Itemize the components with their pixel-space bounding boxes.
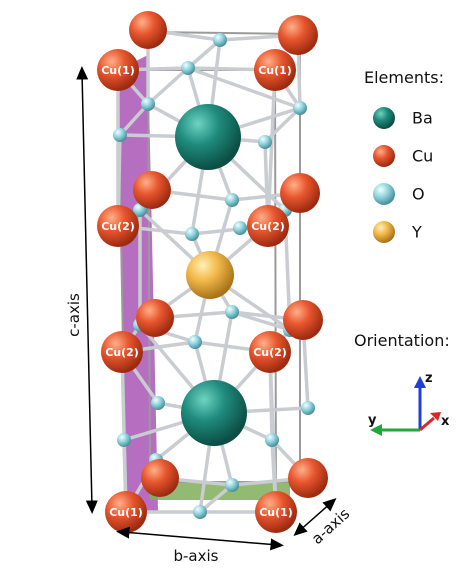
c-axis-arrow	[76, 66, 98, 514]
ba-atom	[175, 104, 241, 170]
o-atom	[225, 478, 239, 492]
legend-swatch-y	[373, 221, 395, 243]
atom-label-cu1: Cu(1)	[259, 506, 293, 519]
cu-atom	[278, 15, 318, 55]
a-axis-label: a-axis	[308, 505, 353, 548]
atom-label-cu2: Cu(2)	[253, 346, 287, 359]
cu-atom	[133, 171, 171, 209]
cu-atom	[97, 205, 139, 247]
green-plane	[148, 482, 290, 500]
o-atom	[193, 505, 207, 519]
cu-atom	[136, 299, 174, 337]
cu-atom	[97, 49, 139, 91]
orientation-x-label: x	[441, 414, 450, 429]
atom-label-cu1: Cu(1)	[101, 64, 135, 77]
atom-label-cu1: Cu(1)	[258, 64, 292, 77]
o-atom	[141, 97, 155, 111]
atom-label-cu1: Cu(1)	[109, 506, 143, 519]
bond	[120, 350, 128, 514]
legend-label-ba: Ba	[412, 109, 433, 128]
o-atom	[185, 227, 199, 241]
o-atom	[213, 33, 227, 47]
cu-atom	[249, 331, 291, 373]
cu-atom	[255, 491, 297, 533]
b-axis-arrow	[116, 526, 284, 551]
atoms: Cu(1) Cu(1) Cu(2) Cu(2) Cu(2) Cu(2) Cu(1) Cu(1)	[97, 11, 328, 533]
bond	[266, 68, 277, 228]
o-atom	[265, 433, 279, 447]
o-atom	[117, 433, 131, 447]
orientation-indicator: Orientation: z y x	[354, 331, 450, 436]
bond	[186, 38, 222, 70]
y-arrowhead-icon	[370, 424, 382, 436]
cu-atom	[288, 458, 328, 498]
legend-label-cu: Cu	[412, 147, 433, 166]
x-arrowhead-icon	[430, 412, 441, 421]
legend-label-o: O	[412, 185, 425, 204]
orientation-z-label: z	[425, 371, 433, 386]
o-atom	[301, 401, 315, 415]
legend-swatch-ba	[373, 107, 395, 129]
legend-label-y: Y	[411, 223, 422, 242]
legend-title: Elements:	[364, 68, 444, 87]
cu-atom	[280, 173, 320, 213]
o-atom	[225, 193, 239, 207]
o-atom	[225, 305, 239, 319]
atom-label-cu2: Cu(2)	[101, 220, 135, 233]
o-atom	[233, 221, 247, 235]
orientation-title: Orientation:	[354, 331, 450, 350]
cu-atom	[105, 491, 147, 533]
o-atom	[151, 396, 165, 410]
bond	[186, 66, 302, 110]
cu-atom	[129, 11, 167, 49]
cu-atom	[254, 49, 296, 91]
z-arrowhead-icon	[414, 376, 426, 388]
bond	[230, 310, 292, 332]
bond	[146, 66, 190, 106]
ba-atom	[181, 380, 247, 446]
cu-atom	[283, 300, 323, 340]
bond	[268, 350, 278, 514]
b-axis-label: b-axis	[174, 547, 219, 565]
x-arrow	[419, 416, 435, 432]
y-atom	[186, 251, 234, 299]
cu-atom	[247, 205, 289, 247]
legend-swatch-o	[373, 183, 395, 205]
atom-label-cu2: Cu(2)	[105, 346, 139, 359]
o-atom	[188, 335, 202, 349]
legend-swatch-cu	[373, 145, 395, 167]
a-axis-arrow	[293, 498, 337, 536]
o-atom	[258, 135, 272, 149]
orientation-y-label: y	[368, 413, 377, 428]
o-atom	[293, 101, 307, 115]
o-atom	[113, 128, 127, 142]
o-atom	[181, 61, 195, 75]
cu-atom	[141, 459, 179, 497]
c-axis-label: c-axis	[65, 293, 83, 337]
atom-label-cu2: Cu(2)	[251, 220, 285, 233]
cu-atom	[101, 331, 143, 373]
